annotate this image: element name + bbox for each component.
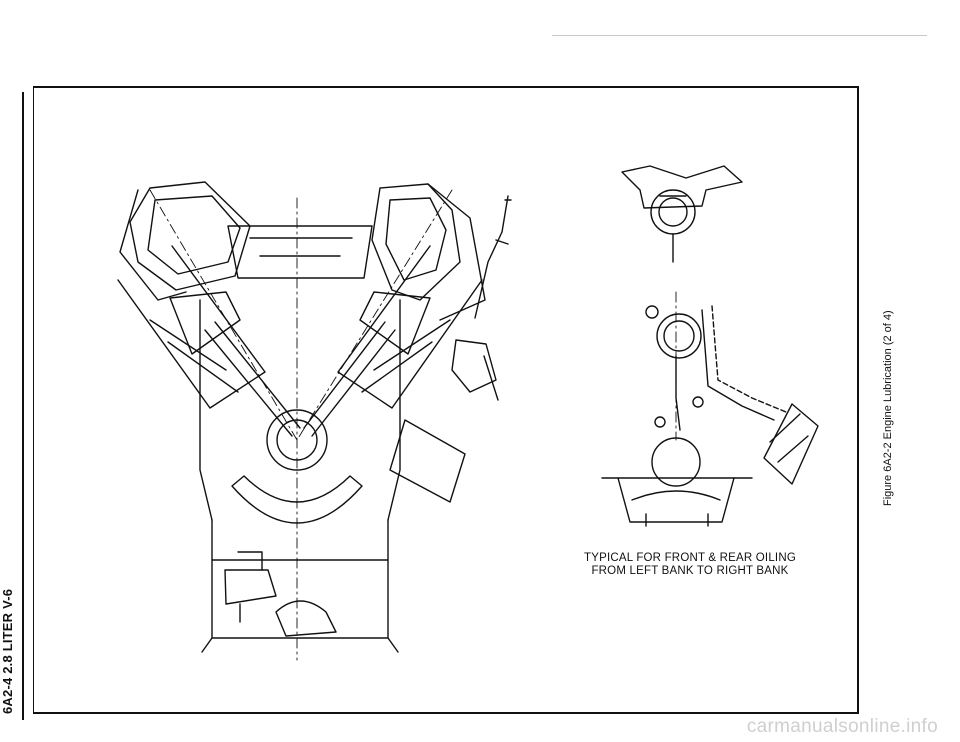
diagram-caption: TYPICAL FOR FRONT & REAR OILING FROM LEF… [560, 552, 820, 578]
figure-frame [33, 86, 859, 714]
caption-line-2: FROM LEFT BANK TO RIGHT BANK [591, 565, 789, 577]
left-margin-rule [22, 92, 24, 720]
caption-line-1: TYPICAL FOR FRONT & REAR OILING [584, 552, 796, 564]
front-rear-oiling-schematic [601, 165, 819, 527]
watermark: carmanualsonline.info [746, 716, 938, 737]
top-rule [552, 35, 927, 36]
v6-engine-cross-section [117, 181, 512, 661]
